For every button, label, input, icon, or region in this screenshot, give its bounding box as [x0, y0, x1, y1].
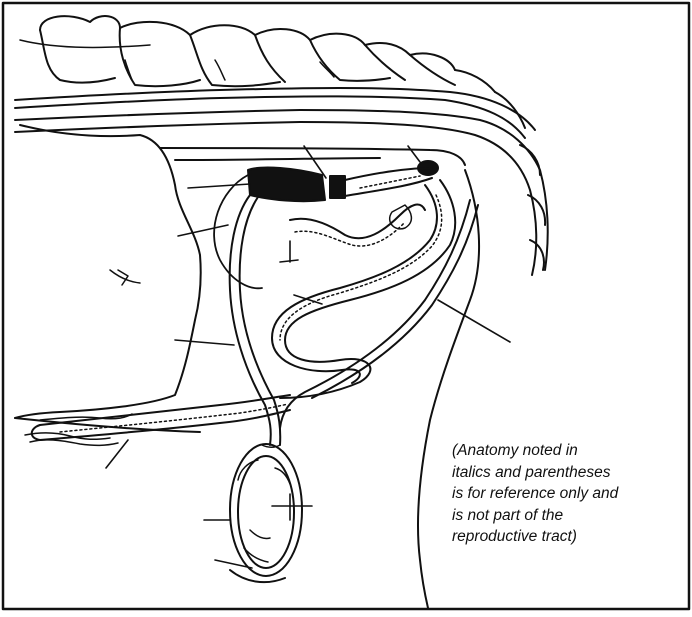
accessory-glands: [248, 161, 438, 201]
spermatic-cords: [230, 195, 478, 445]
reference-note: (Anatomy noted in italics and parenthese…: [452, 440, 684, 548]
testis: [230, 444, 302, 582]
rectum: [160, 148, 465, 165]
note-line-1: (Anatomy noted in: [452, 440, 684, 462]
note-line-4: is not part of the: [452, 505, 684, 527]
note-line-3: is for reference only and: [452, 483, 684, 505]
note-line-5: reproductive tract): [452, 526, 684, 548]
note-line-2: italics and parentheses: [452, 462, 684, 484]
penis: [25, 395, 290, 445]
vas-deferens-loop: [272, 180, 455, 398]
